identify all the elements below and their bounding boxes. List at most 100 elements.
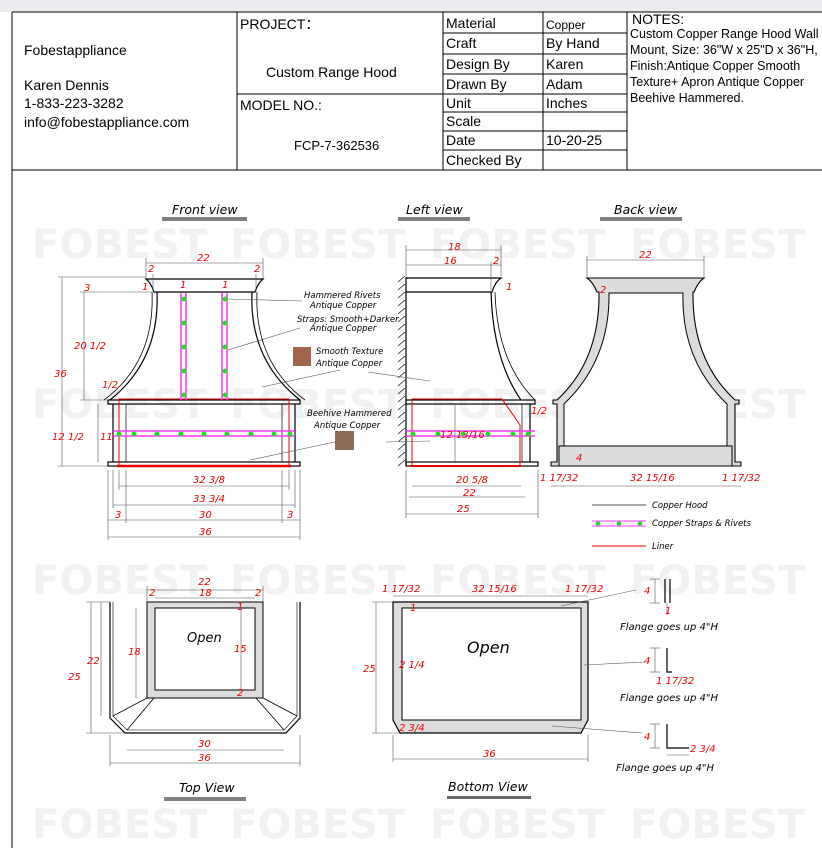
contact-name: Karen Dennis bbox=[24, 77, 109, 93]
dim-label: 1 bbox=[410, 603, 416, 614]
dim-label: 2 bbox=[254, 264, 260, 275]
project-value: Custom Range Hood bbox=[266, 64, 397, 80]
company-name: Fobestappliance bbox=[24, 42, 127, 58]
dim-label: 32 15/16 bbox=[472, 584, 517, 595]
svg-text:FOBEST: FOBEST bbox=[32, 802, 208, 848]
rivets bbox=[116, 296, 293, 437]
back-view: Back view 22 2 4 1 17/32 32 15/16 1 17/3… bbox=[540, 202, 760, 487]
field-label-scale: Scale bbox=[446, 113, 482, 129]
dim-label: 2 bbox=[255, 588, 261, 599]
dim-label: 1 17/32 bbox=[382, 584, 420, 595]
dim-label: 18 bbox=[199, 588, 212, 599]
dim-label: 1 bbox=[237, 602, 243, 613]
dim-label: 18 bbox=[448, 242, 461, 253]
dim-label: 22 bbox=[198, 577, 211, 588]
dim-label: 22 bbox=[463, 488, 476, 499]
dim-label: 20 1/2 bbox=[74, 341, 106, 352]
legend-copper-hood: Copper Hood bbox=[652, 501, 708, 511]
svg-text:FOBEST: FOBEST bbox=[430, 802, 606, 848]
svg-text:FOBEST: FOBEST bbox=[230, 382, 406, 428]
dim-label: 15 bbox=[234, 644, 247, 655]
field-value-craft: By Hand bbox=[546, 35, 600, 51]
title-block-grid bbox=[12, 11, 822, 170]
dim-label: 12 13/16 bbox=[440, 430, 485, 441]
svg-text:FOBEST: FOBEST bbox=[230, 802, 406, 848]
legend: Copper Hood Copper Straps & Rivets Liner bbox=[592, 501, 752, 552]
dim-label: 1 bbox=[142, 282, 148, 293]
flange-caption: Flange goes up 4"H bbox=[620, 693, 719, 704]
smooth-texture-swatch bbox=[293, 347, 311, 366]
dim-label: 2 bbox=[600, 285, 606, 296]
dim-label: 2 1/4 bbox=[399, 660, 425, 671]
svg-text:FOBEST: FOBEST bbox=[630, 558, 806, 604]
dim-label: 2 bbox=[148, 264, 154, 275]
callout-beehive-finish: Antique Copper bbox=[313, 421, 381, 431]
dim-label: 1/2 bbox=[531, 406, 547, 417]
dim-label: 3 bbox=[287, 510, 293, 521]
top-view: Open 22 2 18 2 1 18 15 2 25 22 30 36 Top… bbox=[68, 577, 301, 801]
svg-text:FOBEST: FOBEST bbox=[230, 222, 406, 268]
legend-straps-rivets: Copper Straps & Rivets bbox=[652, 519, 752, 529]
svg-text:FOBEST: FOBEST bbox=[32, 382, 208, 428]
dim-label: 18 bbox=[128, 647, 141, 658]
dim-overall-width: 36 bbox=[199, 527, 212, 538]
svg-text:FOBEST: FOBEST bbox=[430, 222, 606, 268]
dim-label: 2 bbox=[493, 256, 499, 267]
model-value: FCP-7-362536 bbox=[294, 138, 380, 153]
field-label-material: Material bbox=[446, 15, 496, 31]
dim-label: 22 bbox=[639, 250, 652, 261]
notes-line: Custom Copper Range Hood Wall bbox=[630, 27, 819, 41]
back-view-title: Back view bbox=[614, 202, 678, 217]
dim-label: 1 17/32 bbox=[540, 473, 578, 484]
contact-phone: 1-833-223-3282 bbox=[24, 95, 124, 111]
beehive-swatch bbox=[335, 431, 354, 450]
notes-title: NOTES: bbox=[632, 11, 685, 27]
bottom-view-title: Bottom View bbox=[448, 779, 529, 794]
dim-width: 36 bbox=[483, 749, 496, 760]
dim-label: 2 bbox=[149, 588, 155, 599]
flange-details: 4 1 Flange goes up 4"H 4 1 17/32 Flange … bbox=[616, 578, 719, 774]
flange-dim: 2 3/4 bbox=[690, 744, 716, 755]
bottom-view: Open 1 17/32 32 15/16 1 17/32 1 25 2 1/4… bbox=[363, 584, 646, 799]
callout-smooth: Smooth Texture bbox=[316, 347, 383, 357]
dim-label: 2 3/4 bbox=[399, 723, 425, 734]
dim-label: 30 bbox=[199, 510, 212, 521]
project-label: PROJECT： bbox=[240, 16, 320, 32]
callout-rivets: Hammered Rivets bbox=[304, 291, 381, 301]
dim-depth: 25 bbox=[363, 664, 376, 675]
dim-label: 1/2 bbox=[102, 380, 118, 391]
dim-label: 1 bbox=[506, 282, 512, 293]
dim-label: 3 bbox=[115, 510, 121, 521]
field-value-date: 10-20-25 bbox=[546, 132, 603, 148]
notes-line: Texture+ Apron Antique Copper bbox=[630, 75, 805, 89]
svg-text:FOBEST: FOBEST bbox=[32, 222, 208, 268]
flange-dim: 1 bbox=[665, 606, 671, 617]
field-value-unit: Inches bbox=[546, 95, 588, 111]
contact-email: info@fobestappliance.com bbox=[24, 114, 190, 130]
front-view: Front view bbox=[52, 202, 399, 540]
flange-height: 4 bbox=[644, 656, 650, 667]
dim-width: 36 bbox=[198, 753, 211, 764]
dim-label: 22 bbox=[87, 656, 100, 667]
callout-straps-finish: Antique Copper bbox=[309, 324, 377, 334]
svg-text:FOBEST: FOBEST bbox=[630, 222, 806, 268]
dim-top-width: 22 bbox=[197, 253, 210, 264]
left-view-title: Left view bbox=[406, 202, 463, 217]
dim-depth: 25 bbox=[68, 672, 81, 683]
flange-dim: 1 17/32 bbox=[656, 676, 694, 687]
dim-depth: 25 bbox=[457, 504, 470, 515]
callout-straps: Straps: Smooth+Darker bbox=[297, 315, 399, 325]
field-label-date: Date bbox=[446, 132, 476, 148]
dim-label: 16 bbox=[444, 256, 457, 267]
field-value-material: Copper bbox=[546, 18, 586, 32]
dim-label: 12 1/2 bbox=[52, 432, 84, 443]
flange-height: 4 bbox=[644, 732, 650, 743]
window-top-bar bbox=[0, 0, 822, 12]
left-view: Left view 18 16 2 1 1/2 12 13/16 20 5/8 bbox=[367, 202, 547, 518]
flange-height: 4 bbox=[644, 586, 650, 597]
open-label: Open bbox=[187, 631, 222, 646]
dim-label: 3 bbox=[84, 283, 90, 294]
svg-text:FOBEST: FOBEST bbox=[32, 558, 208, 604]
dim-label: 1 17/32 bbox=[722, 473, 760, 484]
